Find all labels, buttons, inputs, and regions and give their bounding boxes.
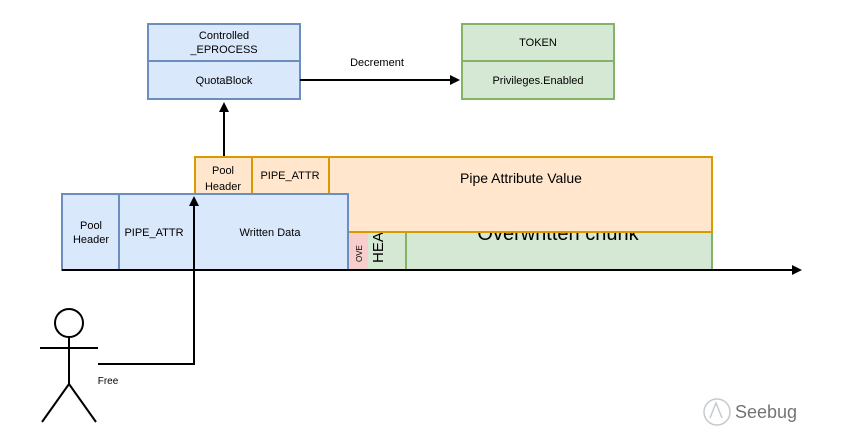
eprocess-title-line1: Controlled [199,30,249,42]
seebug-logo-icon [703,398,731,426]
header-label: HEA [370,232,387,263]
overwritten-chunk: OVE HEA Overwritten chunk [347,223,713,271]
token-title: TOKEN [519,37,557,49]
seebug-text: Seebug [735,402,797,422]
overflow-label: OVE [355,245,364,262]
orange-pool-header-line2: Header [205,181,241,193]
blue-pool-header-line1: Pool [80,220,102,232]
token-box: TOKEN Privileges.Enabled [461,23,615,100]
eprocess-quotablock-field: QuotaBlock [196,75,253,87]
orange-pipe-attr: PIPE_ATTR [260,170,319,182]
vulnerable-chunk: Pool Header PIPE_ATTR Written Data [61,193,349,271]
seebug-watermark: Seebug [703,398,797,426]
blue-pipe-attr: PIPE_ATTR [124,227,183,239]
pipe-attribute-value: Pipe Attribute Value [460,170,582,186]
actor-icon [40,308,98,423]
overflow-segment [348,231,368,270]
free-arrow [98,196,199,365]
blue-pool-header-line2: Header [73,234,109,246]
free-label: Free [98,376,119,387]
eprocess-box: Controlled _EPROCESS QuotaBlock [147,23,301,100]
token-privileges-field: Privileges.Enabled [492,75,583,87]
decrement-label: Decrement [350,57,404,69]
orange-pool-header-line1: Pool [212,165,234,177]
written-data: Written Data [240,227,302,239]
eprocess-title-line2: _EPROCESS [189,44,257,56]
